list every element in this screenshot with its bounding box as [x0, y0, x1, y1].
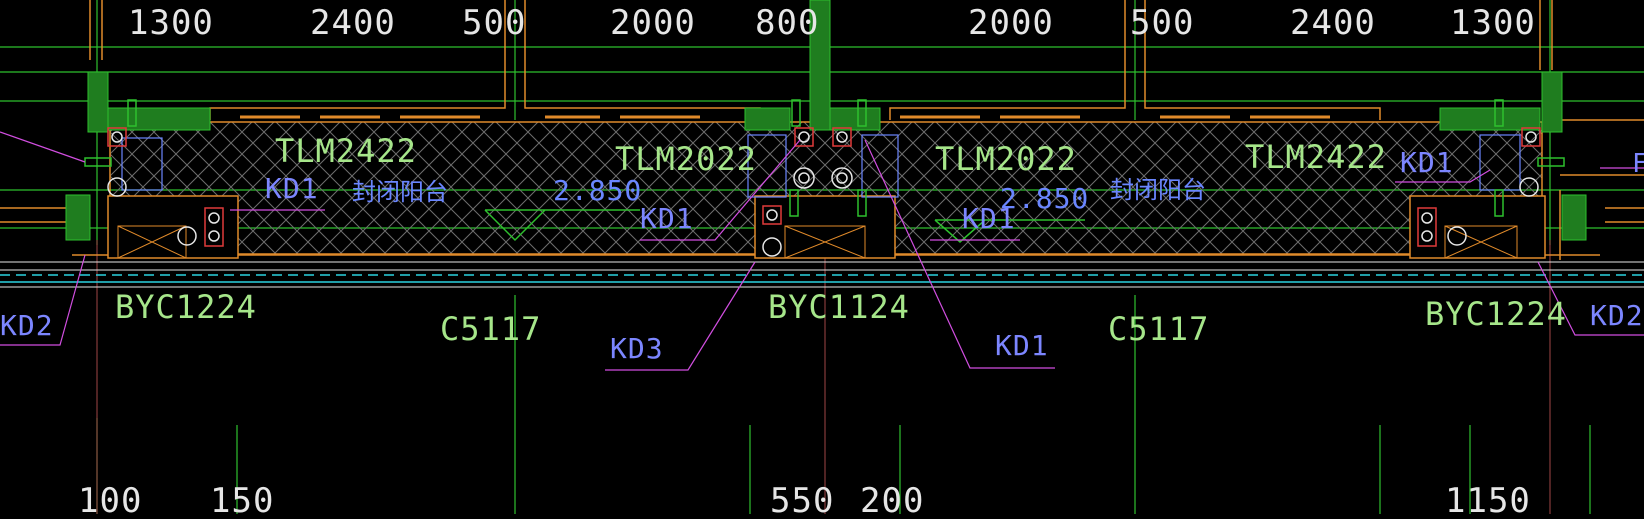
- top-dimensions: 1300 2400 500 2000 800 2000 500 2400 130…: [128, 3, 1536, 43]
- room-label-2: 封闭阳台: [1110, 176, 1206, 204]
- byc-label-2: BYC1124: [768, 288, 910, 326]
- kd-label-2: KD1: [640, 202, 694, 235]
- dim-top-5: 800: [755, 3, 819, 43]
- sill-bands: [0, 261, 1644, 288]
- kd-label-3: KD1: [962, 202, 1016, 235]
- dim-top-2: 2400: [310, 3, 396, 43]
- window-labels: TLM2422 TLM2022 TLM2022 TLM2422: [275, 132, 1387, 178]
- dim-bottom-2: 150: [210, 481, 274, 514]
- room-label-1: 封闭阳台: [352, 178, 448, 206]
- leader-lines: [0, 131, 1644, 371]
- dim-top-4: 2000: [610, 3, 696, 43]
- balcony-slab-hatch: [109, 121, 1543, 255]
- elevation-label-1: 2.850: [553, 174, 642, 207]
- kd-label-8: KD3: [610, 332, 664, 365]
- dim-top-9: 1300: [1450, 3, 1536, 43]
- window-label-4: TLM2422: [1245, 138, 1387, 176]
- red-pipe-boxes: [107, 127, 1541, 247]
- c-label-2: C5117: [1108, 310, 1209, 348]
- green-wall-blocks: [65, 0, 1587, 241]
- kd-label-1: KD1: [265, 172, 319, 205]
- dim-bottom-1: 100: [78, 481, 142, 514]
- room-labels: 封闭阳台 封闭阳台: [352, 176, 1206, 206]
- c-labels: C5117 C5117: [440, 310, 1209, 348]
- kd-labels: KD1 KD1 KD1 KD1 KD1 KD2 KD2 KD3: [0, 146, 1644, 365]
- dim-bottom-3: 550: [770, 481, 834, 514]
- bottom-dimensions: 100 150 550 200 1150: [78, 481, 1531, 519]
- dim-top-6: 2000: [968, 3, 1054, 43]
- equipment-crossed-boxes: [117, 225, 1518, 259]
- dim-bottom-5: 1150: [1445, 481, 1531, 514]
- window-label-3: TLM2022: [935, 140, 1077, 178]
- dim-top-8: 2400: [1290, 3, 1376, 43]
- edge-mark: F: [1632, 149, 1644, 179]
- reference-lines: [96, 240, 1551, 514]
- utility-boxes: [107, 195, 1546, 259]
- byc-label-3: BYC1224: [1425, 295, 1567, 333]
- byc-label-1: BYC1224: [115, 288, 257, 326]
- kd-label-7: KD2: [1590, 299, 1644, 332]
- dim-top-1: 1300: [128, 3, 214, 43]
- c-label-1: C5117: [440, 310, 541, 348]
- elevation-labels: 2.850 2.850: [553, 174, 1089, 215]
- window-label-1: TLM2422: [275, 132, 417, 170]
- kd-label-4: KD1: [1400, 146, 1454, 179]
- pipe-circles: [107, 131, 1539, 257]
- elevation-markers: [484, 209, 1085, 243]
- elevation-label-2: 2.850: [1000, 182, 1089, 215]
- kd-label-6: KD2: [0, 309, 54, 342]
- byc-labels: BYC1224 BYC1124 BYC1224: [115, 288, 1567, 333]
- dim-top-3: 500: [462, 3, 526, 43]
- window-label-2: TLM2022: [615, 140, 757, 178]
- kd-label-5: KD1: [995, 329, 1049, 362]
- dim-bottom-4: 200: [860, 481, 924, 514]
- dim-top-7: 500: [1130, 3, 1194, 43]
